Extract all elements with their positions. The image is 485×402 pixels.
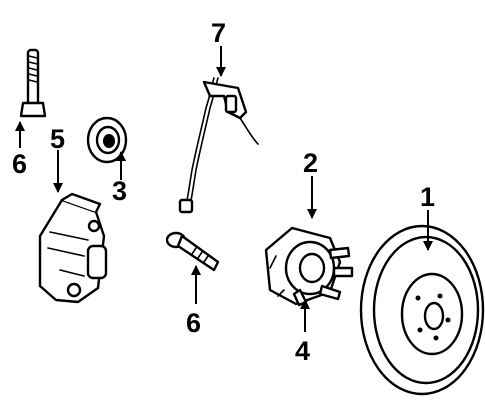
callout-6-top: 6 [12, 149, 27, 179]
caliper-bolt-short[interactable] [165, 231, 220, 272]
callout-6-bottom: 6 [186, 308, 201, 338]
hub-bearing-assembly[interactable] [264, 226, 354, 307]
leader-lines [15, 46, 433, 332]
callout-2: 2 [303, 148, 318, 178]
callout-7: 7 [211, 18, 226, 48]
callout-4: 4 [295, 336, 310, 366]
callout-3: 3 [112, 176, 127, 206]
brake-caliper[interactable] [38, 192, 108, 304]
wheel-speed-sensor[interactable] [178, 77, 259, 214]
caliper-bolt-long[interactable] [19, 48, 47, 118]
brake-rotor[interactable] [359, 224, 485, 396]
callout-1: 1 [420, 182, 435, 212]
callout-5: 5 [50, 124, 65, 154]
